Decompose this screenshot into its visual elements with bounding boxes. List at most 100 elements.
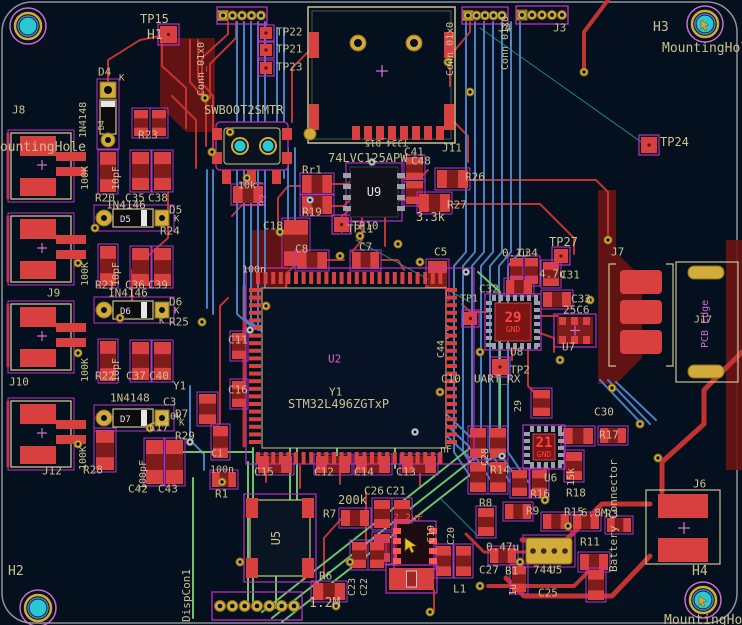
connector-j7[interactable] [608, 263, 674, 367]
silkscreen-label[interactable]: 6.8M [581, 506, 608, 519]
diode-component[interactable] [96, 78, 120, 150]
smd-component[interactable] [487, 425, 509, 461]
via[interactable] [367, 157, 377, 167]
silkscreen-label[interactable]: J10 [9, 375, 29, 388]
silkscreen-label[interactable]: 100K [80, 262, 91, 286]
smd-component[interactable] [467, 459, 489, 495]
smd-component[interactable] [229, 378, 249, 410]
silkscreen-label[interactable]: 3.3k [416, 210, 446, 224]
pin-header-connector[interactable] [461, 6, 509, 25]
silkscreen-label[interactable]: R20 [95, 191, 115, 204]
red-trace[interactable] [201, 21, 229, 95]
smd-component[interactable] [210, 423, 231, 461]
via[interactable] [225, 127, 235, 137]
silkscreen-label[interactable]: K [119, 74, 125, 84]
display-connector[interactable] [211, 591, 303, 621]
silkscreen-label[interactable]: C14 [354, 465, 374, 478]
smd-component[interactable] [563, 449, 585, 483]
silkscreen-label[interactable]: J3 [553, 21, 566, 34]
smd-component[interactable] [97, 243, 119, 289]
smd-component[interactable] [434, 167, 471, 191]
test-point-pad[interactable] [489, 356, 511, 378]
silkscreen-label[interactable]: L1 [453, 582, 466, 595]
via[interactable] [435, 387, 445, 397]
via[interactable] [90, 223, 100, 233]
silkscreen-label[interactable]: TP24 [660, 135, 689, 149]
smd-component[interactable] [540, 259, 562, 289]
via[interactable] [331, 601, 341, 611]
silkscreen-label[interactable]: C11 [228, 333, 248, 346]
silkscreen-label[interactable]: R14 [490, 463, 510, 476]
module-j11[interactable] [303, 6, 456, 144]
via[interactable] [635, 419, 645, 429]
via[interactable] [242, 173, 252, 183]
silkscreen-label[interactable]: DispCon1 [180, 569, 193, 622]
silkscreen-label[interactable]: Rr1 [302, 163, 322, 176]
silkscreen-label[interactable]: TJ34_D15 [365, 137, 408, 147]
silkscreen-label[interactable]: 1.2M [309, 596, 340, 611]
smd-component[interactable] [129, 245, 152, 289]
silkscreen-label[interactable]: 1u [508, 584, 519, 596]
smd-component[interactable] [475, 505, 497, 539]
via[interactable] [603, 235, 613, 245]
via[interactable] [207, 147, 217, 157]
green-trace[interactable] [477, 271, 501, 453]
silkscreen-label[interactable]: U2 [328, 352, 341, 365]
via[interactable] [425, 607, 435, 617]
via[interactable] [579, 67, 589, 77]
via[interactable] [393, 239, 403, 249]
red-trace[interactable] [219, 297, 229, 425]
via[interactable] [443, 57, 453, 67]
smd-component[interactable] [151, 149, 174, 193]
silkscreen-label[interactable]: J4 [498, 21, 512, 34]
silkscreen-label[interactable]: R23 [138, 128, 158, 141]
silkscreen-label[interactable]: Battery Connector [607, 459, 620, 572]
via[interactable] [475, 581, 485, 591]
smd-component[interactable] [129, 339, 152, 383]
via[interactable] [275, 227, 285, 237]
red-trace[interactable] [197, 39, 214, 153]
diode-component[interactable]: D7 [93, 404, 175, 432]
smd-component[interactable] [503, 277, 535, 297]
smd-component[interactable] [597, 425, 629, 446]
red-trace[interactable] [582, 0, 610, 76]
mcu-stm32-footprint[interactable] [245, 267, 475, 465]
pcb-edge-connector-j17[interactable] [675, 261, 739, 383]
via[interactable] [555, 355, 565, 365]
silkscreen-label[interactable]: R11 [580, 535, 600, 548]
smd-component[interactable] [149, 107, 169, 139]
silkscreen-label[interactable]: R22 [95, 369, 115, 382]
silkscreen-label[interactable]: 1N4148 [110, 391, 150, 404]
red-trace[interactable] [449, 117, 469, 163]
silkscreen-label[interactable]: U7 [562, 340, 575, 353]
silkscreen-label[interactable]: R25 [169, 315, 189, 328]
silkscreen-label[interactable]: J17 [694, 315, 712, 326]
silkscreen-label[interactable]: TP22 [276, 25, 303, 38]
silkscreen-label[interactable]: 10k [238, 181, 256, 192]
silkscreen-label[interactable]: 200k [338, 493, 368, 507]
via[interactable] [73, 258, 83, 268]
smd-component[interactable] [371, 497, 393, 531]
silkscreen-label[interactable]: Conn_01x0 [196, 42, 207, 96]
silkscreen-label[interactable]: 74LVC125APW [328, 151, 408, 165]
silkscreen-label[interactable]: D6 [169, 295, 182, 308]
silkscreen-label[interactable]: Y1 [173, 379, 186, 392]
silkscreen-label[interactable]: C33 [571, 292, 591, 305]
silkscreen-label[interactable]: C42 [128, 482, 148, 495]
via[interactable] [515, 557, 525, 567]
blue-trace[interactable] [599, 379, 643, 425]
ic-u9[interactable]: U9 [343, 162, 405, 222]
via[interactable] [73, 348, 83, 358]
via[interactable] [335, 251, 345, 261]
silkscreen-label[interactable]: R18 [566, 486, 586, 499]
smd-component[interactable] [560, 425, 596, 447]
silkscreen-label[interactable]: D4 [97, 120, 106, 130]
silkscreen-label[interactable]: R15 [564, 505, 584, 518]
silkscreen-label[interactable]: R16 [530, 487, 550, 500]
silkscreen-label[interactable]: K [174, 215, 180, 225]
silkscreen-label[interactable]: R19 [302, 205, 322, 218]
silkscreen-label[interactable]: C41 [404, 145, 424, 158]
silkscreen-label[interactable]: SWBOOT2SMTR [204, 103, 284, 117]
